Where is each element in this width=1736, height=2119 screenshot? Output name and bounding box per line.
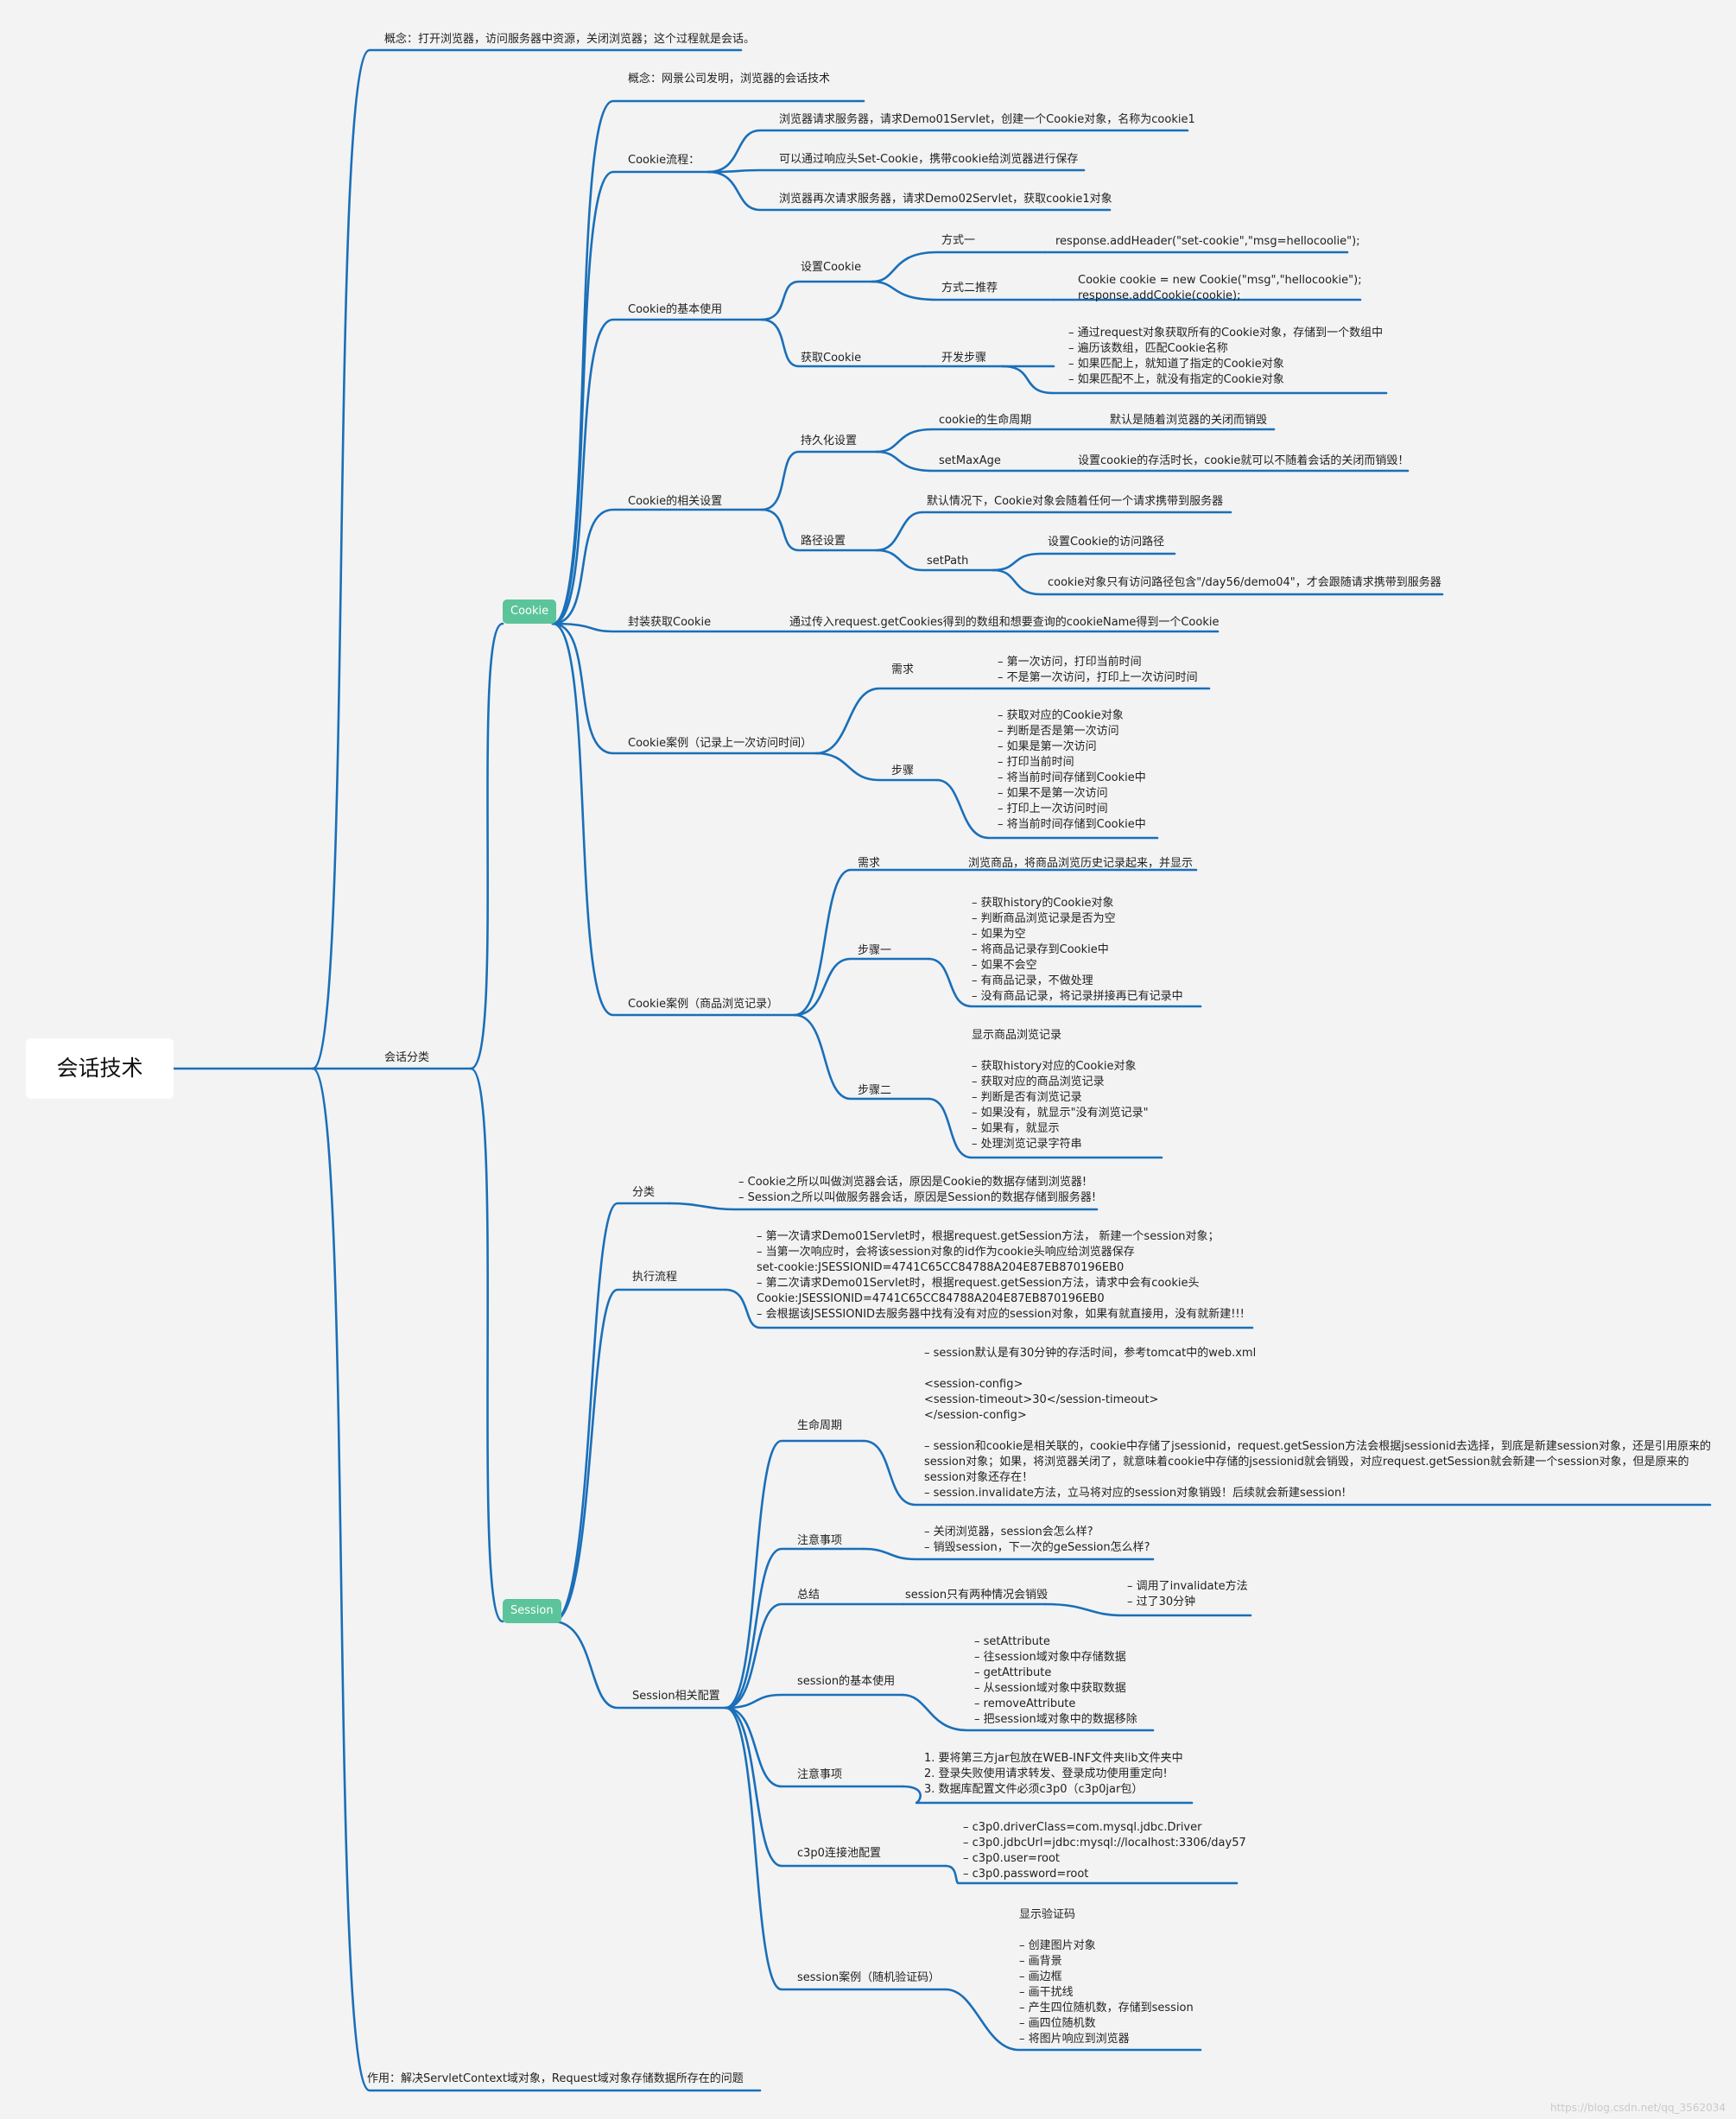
case2-step2-topic[interactable]: 步骤二 [858,1084,892,1097]
c3p0-text[interactable]: – c3p0.driverClass=com.mysql.jdbc.Driver… [963,1821,1246,1881]
cookie-topic[interactable]: Cookie [503,600,557,624]
purpose-note[interactable]: 作用：解决ServletContext域对象，Request域对象存储数据所存在… [367,2072,744,2085]
session-config-topic[interactable]: Session相关配置 [632,1690,720,1703]
case1-need-topic[interactable]: 需求 [891,663,915,676]
cookie-settings-topic[interactable]: Cookie的相关设置 [628,495,723,508]
wrap-cookie-topic[interactable]: 封装获取Cookie [628,616,712,629]
category-topic[interactable]: 会话分类 [384,1051,430,1064]
session-exec-topic[interactable]: 执行流程 [632,1271,678,1284]
persist-topic[interactable]: 持久化设置 [801,435,858,447]
maxage-topic[interactable]: setMaxAge [939,454,1001,467]
way2-topic[interactable]: 方式二推荐 [941,282,998,295]
cookie-flow-step1[interactable]: 浏览器请求服务器，请求Demo01Servlet，创建一个Cookie对象，名称… [779,113,1195,126]
captcha-topic[interactable]: session案例（随机验证码） [797,1971,941,1984]
cookie-concept[interactable]: 概念：网景公司发明，浏览器的会话技术 [628,73,831,86]
case1-topic[interactable]: Cookie案例（记录上一次访问时间） [628,737,813,750]
lifecycle-text[interactable]: 默认是随着浏览器的关闭而销毁 [1110,414,1268,427]
session-summary-topic[interactable]: 总结 [797,1589,820,1602]
session-concept-note[interactable]: 概念：打开浏览器，访问服务器中资源，关闭浏览器；这个过程就是会话。 [384,33,756,46]
case2-need-text[interactable]: 浏览商品，将商品浏览历史记录起来，并显示 [968,857,1194,870]
path-topic[interactable]: 路径设置 [801,535,846,548]
way2-code[interactable]: Cookie cookie = new Cookie("msg","helloc… [1078,274,1362,302]
case2-step2-text[interactable]: 显示商品浏览记录 – 获取history对应的Cookie对象 – 获取对应的商… [972,1029,1149,1151]
dev-steps-list[interactable]: – 通过request对象获取所有的Cookie对象，存储到一个数组中 – 遍历… [1068,327,1384,386]
session-summary-mid[interactable]: session只有两种情况会销毁 [905,1589,1049,1602]
case2-step1-text[interactable]: – 获取history的Cookie对象 – 判断商品浏览记录是否为空 – 如果… [972,897,1183,1003]
c3p0-topic[interactable]: c3p0连接池配置 [797,1847,881,1860]
lifecycle-topic[interactable]: cookie的生命周期 [939,414,1032,427]
case2-topic[interactable]: Cookie案例（商品浏览记录） [628,998,779,1011]
way1-code[interactable]: response.addHeader("set-cookie","msg=hel… [1055,235,1360,248]
session-category-text[interactable]: – Cookie之所以叫做浏览器会话，原因是Cookie的数据存储到浏览器! –… [738,1176,1097,1204]
setpath-text2[interactable]: cookie对象只有访问路径包含"/day56/demo04"，才会跟随请求携带… [1048,576,1441,589]
session-note1-topic[interactable]: 注意事项 [797,1534,843,1547]
session-category-topic[interactable]: 分类 [632,1186,656,1199]
session-life-text[interactable]: – session默认是有30分钟的存活时间，参考tomcat中的web.xml… [924,1347,1711,1500]
cookie-flow-step3[interactable]: 浏览器再次请求服务器，请求Demo02Servlet，获取cookie1对象 [779,193,1112,206]
way1-topic[interactable]: 方式一 [941,234,976,247]
path-default-text[interactable]: 默认情况下，Cookie对象会随着任何一个请求携带到服务器 [927,495,1224,508]
session-note2-topic[interactable]: 注意事项 [797,1768,843,1781]
session-note1-text[interactable]: – 关闭浏览器，session会怎么样? – 销毁session，下一次的geS… [924,1526,1150,1554]
case1-need-text[interactable]: – 第一次访问，打印当前时间 – 不是第一次访问，打印上一次访问时间 [998,656,1198,684]
session-note2-text[interactable]: 1. 要将第三方jar包放在WEB-INF文件夹lib文件夹中 2. 登录失败使… [924,1752,1183,1796]
case2-step1-topic[interactable]: 步骤一 [858,944,892,957]
case1-step-text[interactable]: – 获取对应的Cookie对象 – 判断是否是第一次访问 – 如果是第一次访问 … [998,709,1146,831]
session-life-topic[interactable]: 生命周期 [797,1419,843,1432]
setpath-topic[interactable]: setPath [927,555,969,568]
session-exec-text[interactable]: – 第一次请求Demo01Servlet时，根据request.getSessi… [757,1230,1245,1321]
case2-need-topic[interactable]: 需求 [858,857,881,870]
case1-step-topic[interactable]: 步骤 [891,764,915,777]
session-summary-text[interactable]: – 调用了invalidate方法 – 过了30分钟 [1127,1580,1248,1608]
cookie-basic-topic[interactable]: Cookie的基本使用 [628,303,723,316]
session-basic-text[interactable]: – setAttribute – 往session域对象中存储数据 – getA… [974,1635,1137,1726]
setpath-text1[interactable]: 设置Cookie的访问路径 [1048,536,1165,549]
dev-steps-topic[interactable]: 开发步骤 [941,352,987,365]
session-basic-topic[interactable]: session的基本使用 [797,1675,896,1688]
session-topic[interactable]: Session [503,1599,561,1623]
set-cookie-topic[interactable]: 设置Cookie [801,261,862,274]
root-topic[interactable]: 会话技术 [26,1038,174,1099]
get-cookie-topic[interactable]: 获取Cookie [801,352,862,365]
cookie-flow-step2[interactable]: 可以通过响应头Set-Cookie，携带cookie给浏览器进行保存 [779,153,1079,166]
captcha-text[interactable]: 显示验证码 – 创建图片对象 – 画背景 – 画边框 – 画干扰线 – 产生四位… [1019,1908,1194,2046]
wrap-cookie-text[interactable]: 通过传入request.getCookies得到的数组和想要查询的cookieN… [789,616,1220,629]
watermark: https://blog.csdn.net/qq_3562034 [1549,2102,1726,2114]
maxage-text[interactable]: 设置cookie的存活时长，cookie就可以不随着会话的关闭而销毁！ [1078,454,1410,467]
cookie-flow-topic[interactable]: Cookie流程： [628,154,700,167]
